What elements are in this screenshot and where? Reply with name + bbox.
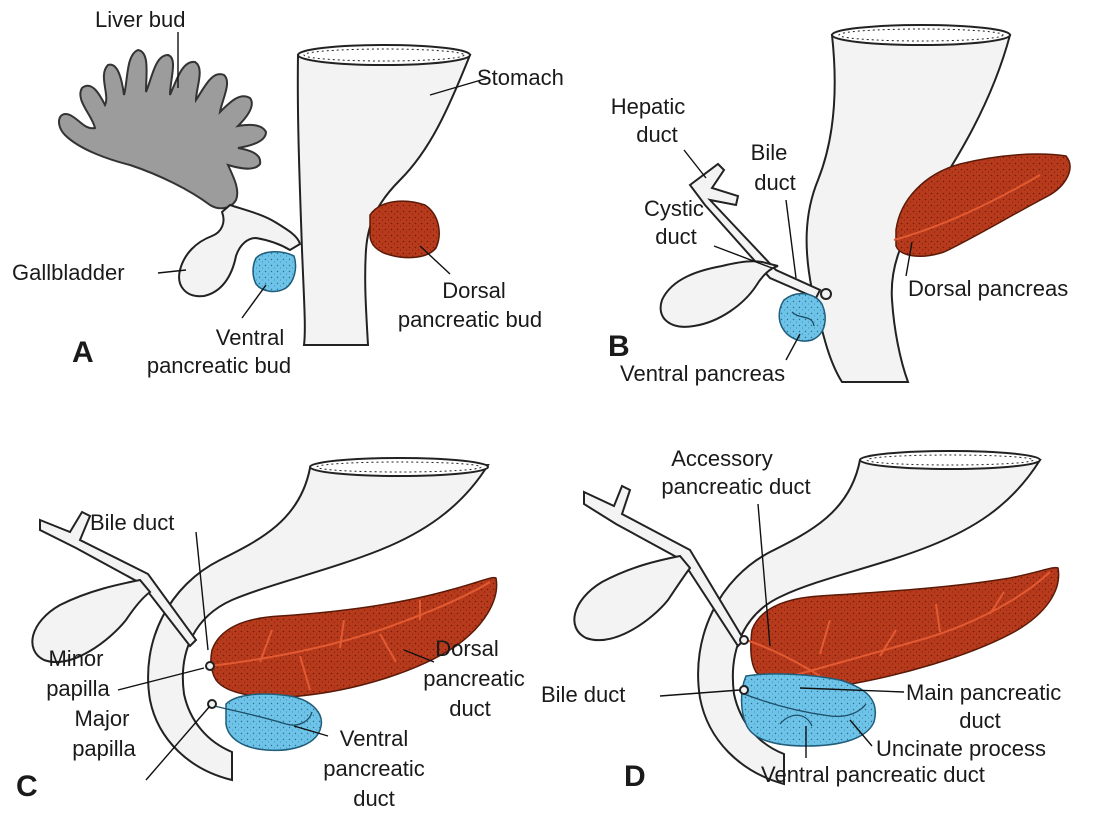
panel-letter-c: C [16, 770, 38, 803]
label-minor-1: Minor [48, 646, 103, 671]
label-dorsal-bud-1: Dorsal [442, 278, 506, 303]
stomach-rim-c [310, 458, 488, 476]
label-dorsal-duct-3: duct [449, 696, 491, 721]
label-dorsal-duct-1: Dorsal [435, 636, 499, 661]
label-dorsal-pancreas: Dorsal pancreas [908, 276, 1068, 301]
liver-bud [59, 50, 266, 208]
label-minor-2: papilla [46, 676, 110, 701]
ventral-pancreas-c [226, 694, 321, 750]
label-main-1: Main pancreatic [906, 680, 1061, 705]
panel-letter-a: A [72, 336, 94, 369]
ventral-bud [253, 252, 296, 292]
label-bile-b-1: Bile [751, 140, 788, 165]
stomach-rim-a [298, 45, 470, 65]
label-ventral-duct-c-3: duct [353, 786, 395, 811]
label-gallbladder: Gallbladder [12, 260, 125, 285]
minor-papilla-c [206, 662, 214, 670]
panel-d: Accessory pancreatic duct Bile duct Main… [541, 446, 1061, 793]
label-cystic-1: Cystic [644, 196, 704, 221]
label-dorsal-duct-2: pancreatic [423, 666, 525, 691]
leader-ventral-bud [242, 285, 266, 318]
label-ventral-pancreas: Ventral pancreas [620, 361, 785, 386]
label-main-2: duct [959, 708, 1001, 733]
label-ventral-duct-c-1: Ventral [340, 726, 409, 751]
major-papilla-d [740, 686, 748, 694]
label-ventral-bud-2: pancreatic bud [147, 353, 291, 378]
label-ventral-duct-c-2: pancreatic [323, 756, 425, 781]
gallbladder-d [574, 556, 690, 640]
label-hepatic-1: Hepatic [611, 94, 686, 119]
stomach-rim-b [832, 25, 1010, 45]
label-bile-duct-d: Bile duct [541, 682, 625, 707]
panel-c: Bile duct Dorsal pancreatic duct Minor p… [16, 458, 525, 811]
panel-letter-d: D [624, 760, 646, 793]
label-bile-b-2: duct [754, 170, 796, 195]
label-major-1: Major [74, 706, 129, 731]
label-stomach: Stomach [477, 65, 564, 90]
ventral-pancreas-d [742, 674, 876, 746]
panel-b: Hepatic duct Bile duct Cystic duct Dorsa… [608, 25, 1070, 386]
gallbladder-b [661, 261, 778, 327]
minor-papilla-d [740, 636, 748, 644]
label-dorsal-bud-2: pancreatic bud [398, 307, 542, 332]
leader-hepatic [684, 150, 706, 178]
leader-bile-duct-b [786, 200, 796, 278]
label-bile-duct-c: Bile duct [90, 510, 174, 535]
label-liver-bud: Liver bud [95, 7, 186, 32]
label-major-2: papilla [72, 736, 136, 761]
label-accessory-1: Accessory [671, 446, 772, 471]
label-uncinate: Uncinate process [876, 736, 1046, 761]
stomach-rim-d [860, 451, 1040, 469]
label-ventral-bud-1: Ventral [216, 325, 285, 350]
label-hepatic-2: duct [636, 122, 678, 147]
label-accessory-2: pancreatic duct [661, 474, 810, 499]
dorsal-bud [370, 201, 439, 258]
panel-a: Liver bud Stomach Gallbladder Ventral pa… [12, 7, 564, 378]
label-cystic-2: duct [655, 224, 697, 249]
label-ventral-duct-d: Ventral pancreatic duct [761, 762, 985, 787]
panel-letter-b: B [608, 330, 630, 363]
papilla-b [821, 289, 831, 299]
